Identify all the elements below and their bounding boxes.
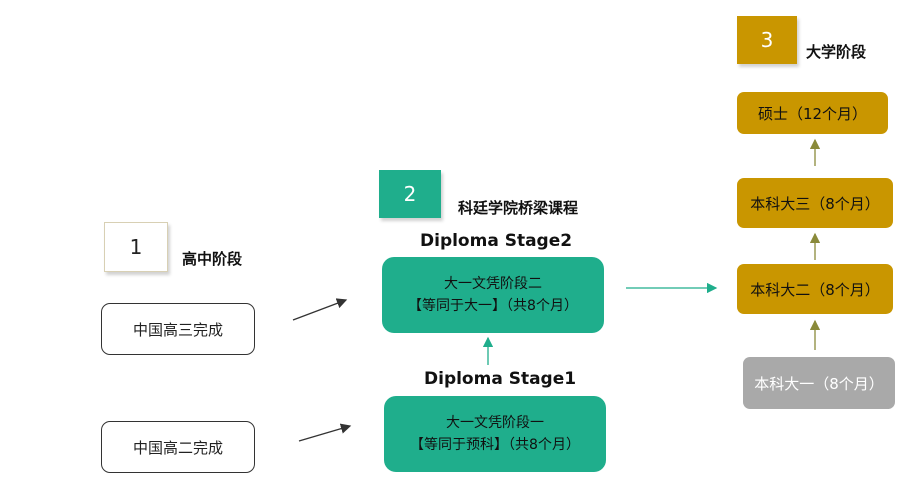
stage-1-badge: 1 [104, 222, 168, 272]
arrow-grade3-to-diploma2 [292, 298, 348, 321]
bachelor-year1-label: 本科大一（8个月） [754, 374, 884, 393]
stage-2-badge: 2 [379, 170, 441, 218]
diploma-stage1-label: Diploma Stage1 [424, 369, 577, 389]
grade2-complete-label: 中国高二完成 [132, 438, 223, 457]
diploma-stage1-box: 大一文凭阶段一 【等同于预科】（共8个月） [384, 396, 606, 472]
stage-1-number: 1 [129, 235, 143, 259]
grade2-complete-box: 中国高二完成 [101, 421, 255, 473]
stage-3-number: 3 [760, 28, 774, 52]
bachelor-year2-box: 本科大二（8个月） [737, 264, 893, 314]
bachelor-year1-box: 本科大一（8个月） [743, 357, 895, 409]
grade3-complete-box: 中国高三完成 [101, 303, 255, 355]
diploma-stage2-box: 大一文凭阶段二 【等同于大一】（共8个月） [382, 257, 604, 333]
bachelor-year3-box: 本科大三（8个月） [737, 178, 893, 228]
diploma-stage1-line2: 【等同于预科】（共8个月） [410, 437, 580, 453]
stage-2-title: 科廷学院桥梁课程 [458, 199, 579, 217]
stage-3-badge: 3 [737, 16, 797, 64]
master-label: 硕士（12个月） [757, 104, 868, 123]
stage-1-title: 高中阶段 [182, 250, 243, 268]
diploma-stage1-line1: 大一文凭阶段一 [446, 415, 544, 431]
master-box: 硕士（12个月） [737, 92, 888, 134]
diploma-stage2-line1: 大一文凭阶段二 [444, 276, 542, 292]
stage-3-title: 大学阶段 [806, 43, 867, 61]
stage-2-number: 2 [403, 182, 417, 206]
diploma-stage2-label: Diploma Stage2 [420, 231, 573, 251]
arrow-grade2-to-diploma1 [298, 423, 352, 442]
bachelor-year3-label: 本科大三（8个月） [750, 194, 880, 213]
grade3-complete-label: 中国高三完成 [132, 320, 223, 339]
diploma-stage2-line2: 【等同于大一】（共8个月） [408, 298, 578, 314]
bachelor-year2-label: 本科大二（8个月） [750, 280, 880, 299]
